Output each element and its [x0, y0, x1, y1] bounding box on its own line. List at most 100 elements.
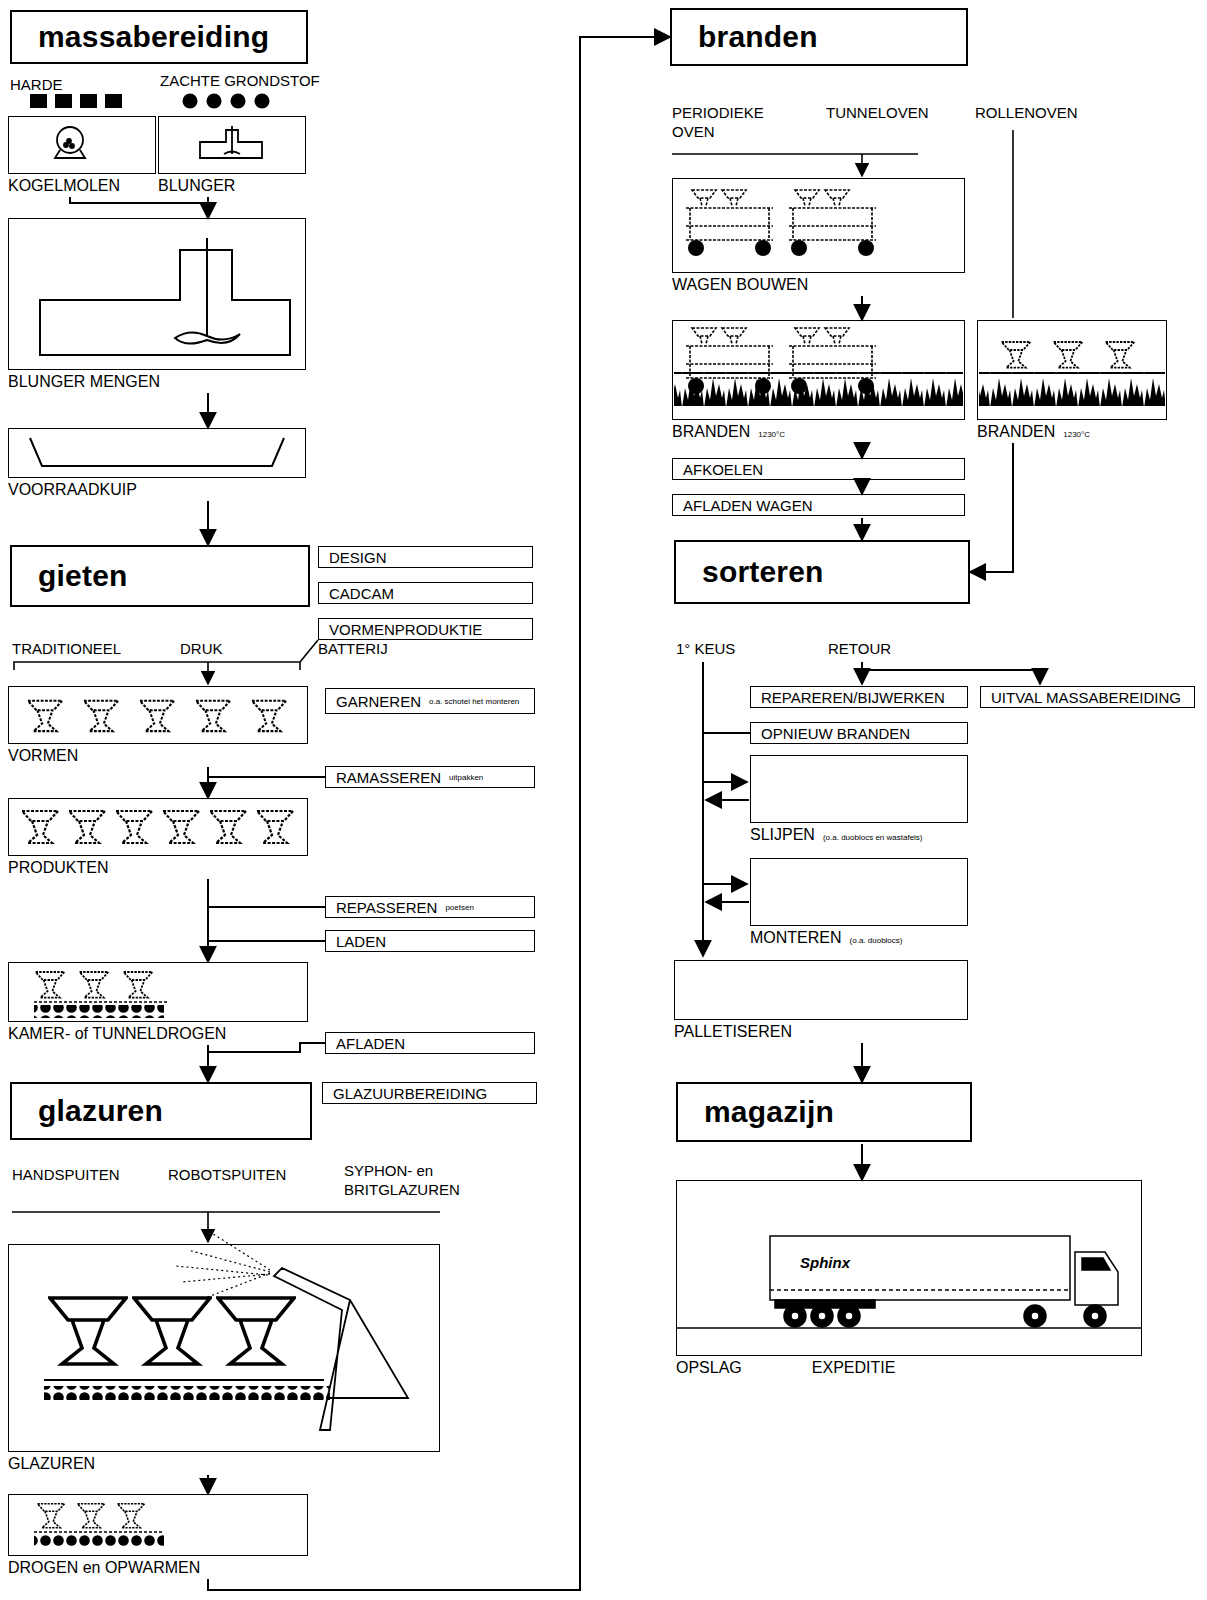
step-label: KAMER- of TUNNELDROGEN — [8, 1025, 226, 1043]
box-border — [158, 116, 306, 174]
sorting-flow-lines — [703, 883, 747, 885]
caption-row: MONTEREN(o.a. duoblocs) — [750, 929, 968, 947]
illustrated-step-box: GLAZUREN — [8, 1244, 440, 1473]
kiln-bracket — [672, 130, 1013, 318]
flow-connector — [207, 767, 209, 798]
glazing-robot-drawing — [50, 1298, 126, 1364]
flow-connector — [970, 443, 1013, 572]
product-icons — [210, 811, 246, 843]
box-border — [8, 218, 306, 370]
truck-drawing — [811, 1305, 833, 1327]
product-icons — [78, 1504, 105, 1528]
side-step-box: GARNEREN o.a. schotel het monteren — [325, 688, 535, 714]
truck-drawing — [676, 1236, 1142, 1328]
sorting-flow-lines — [862, 670, 1040, 684]
blunger-icon — [200, 126, 262, 158]
kiln-cars — [1002, 342, 1031, 368]
caption-row: VORMEN — [8, 747, 308, 765]
side-step-box: LADEN — [325, 930, 535, 952]
truck-brand: Sphinx — [800, 1254, 850, 1273]
step-label: OPNIEUW BRANDEN — [761, 725, 910, 742]
step-label: GLAZUURBEREIDING — [333, 1085, 487, 1102]
step-note: EXPEDITIE — [812, 1359, 896, 1377]
flow-label: RETOUR — [828, 640, 891, 659]
caption-row: GLAZUREN — [8, 1455, 440, 1473]
illustrated-step-box: DROGEN en OPWARMEN — [8, 1494, 308, 1577]
truck-drawing — [818, 1312, 826, 1320]
step-label: AFLADEN — [336, 1035, 405, 1052]
truck-drawing — [770, 1236, 1070, 1300]
illustrated-step-box: MONTEREN(o.a. duoblocs) — [750, 858, 968, 947]
side-step-box: REPASSERENpoetsen — [325, 896, 535, 918]
step-label: BLUNGER MENGEN — [8, 373, 160, 391]
caption-row: KOGELMOLEN — [8, 177, 156, 195]
process-box: OPNIEUW BRANDEN — [750, 722, 968, 744]
step-label: DESIGN — [329, 549, 387, 566]
flow-connector — [207, 501, 209, 545]
flow-connector — [208, 1043, 325, 1052]
step-label: LADEN — [336, 933, 386, 950]
glazing-robot-drawing — [274, 1268, 408, 1430]
product-icons — [140, 701, 174, 731]
glazing-robot-drawing — [44, 1232, 408, 1430]
casting-bracket — [300, 640, 318, 662]
product-icons — [116, 811, 152, 843]
caption-row: OPSLAGEXPEDITIE — [676, 1359, 1142, 1377]
caption-row: PALLETISEREN — [674, 1023, 968, 1041]
step-label: SLIJPEN — [750, 826, 815, 844]
flow-label: SYPHON- en BRITGLAZUREN — [344, 1162, 494, 1200]
caption-row: BRANDEN1230°C — [672, 423, 965, 441]
step-note: (o.a. duoblocs en wastafels) — [823, 833, 923, 842]
step-note: 1230°C — [1063, 430, 1090, 439]
kiln-cars — [674, 190, 1165, 406]
truck-drawing — [1031, 1312, 1039, 1320]
illustrated-step-box: KAMER- of TUNNELDROGEN — [8, 962, 308, 1043]
step-label: REPASSEREN — [336, 899, 437, 916]
caption-row: BLUNGER MENGEN — [8, 373, 306, 391]
box-border — [8, 116, 156, 174]
step-note: o.a. schotel het monteren — [429, 697, 519, 706]
glazing-robot-drawing — [44, 1386, 330, 1400]
truck-drawing — [1091, 1312, 1099, 1320]
truck-drawing — [784, 1305, 806, 1327]
raw-material-icons — [105, 94, 122, 108]
caption-row: PRODUKTEN — [8, 859, 308, 877]
product-icons — [257, 811, 293, 843]
product-icons — [22, 811, 58, 843]
raw-material-icons — [55, 94, 72, 108]
illustrated-step-box: BLUNGER MENGEN — [8, 218, 306, 391]
blunger-mixer-drawing — [40, 238, 290, 355]
step-label: gieten — [38, 559, 128, 593]
step-label: GARNEREN — [336, 693, 421, 710]
stage-title-box: branden — [670, 8, 968, 66]
box-border — [977, 320, 1167, 420]
glazing-robot-drawing — [218, 1298, 294, 1364]
step-label: magazijn — [704, 1095, 834, 1129]
raw-material-icons — [30, 94, 47, 108]
box-border — [674, 960, 968, 1020]
box-border — [8, 428, 306, 478]
step-label: branden — [698, 20, 818, 54]
step-label: AFKOELEN — [683, 461, 763, 478]
kiln-bracket — [1012, 130, 1014, 318]
step-label: WAGEN BOUWEN — [672, 276, 808, 294]
raw-material-icons — [80, 94, 97, 108]
flow-connector — [861, 1144, 863, 1180]
sorting-flow-lines — [702, 662, 704, 956]
illustrated-step-box: SLIJPEN (o.a. duoblocs en wastafels) — [750, 755, 968, 844]
glazing-bracket — [12, 1212, 440, 1242]
flow-connector — [207, 393, 209, 428]
truck-drawing — [838, 1305, 860, 1327]
flow-connector — [208, 879, 325, 941]
step-label: UITVAL MASSABEREIDING — [991, 689, 1181, 706]
stage-title-box: massabereiding — [10, 10, 308, 64]
step-label: AFLADEN WAGEN — [683, 497, 812, 514]
flow-connector — [70, 197, 208, 218]
step-label: CADCAM — [329, 585, 394, 602]
flow-label: TUNNELOVEN — [826, 104, 929, 123]
ball-mill-icon — [67, 139, 71, 143]
step-label: BLUNGER — [158, 177, 235, 195]
step-label: BRANDEN — [977, 423, 1055, 441]
step-label: BRANDEN — [672, 423, 750, 441]
kiln-cars — [789, 328, 876, 394]
